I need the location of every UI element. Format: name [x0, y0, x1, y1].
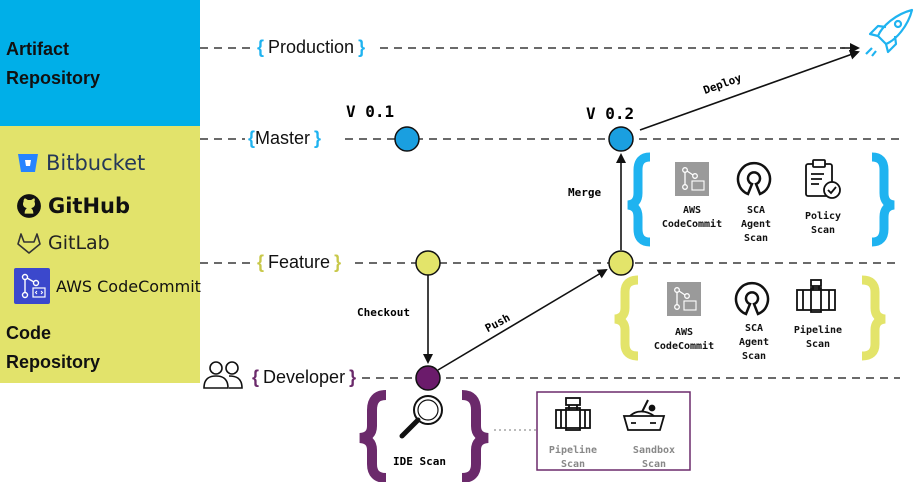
- magnifier-icon: [399, 395, 443, 439]
- code-repository-title: Code Repository: [6, 323, 101, 372]
- merge-label: Merge: [568, 186, 602, 199]
- aws-codecommit-icon: [675, 162, 709, 196]
- vendor-bitbucket: Bitbucket: [16, 151, 145, 175]
- opensource-icon: [736, 162, 772, 196]
- node-developer: [415, 365, 441, 391]
- lane-name: Master: [255, 128, 311, 148]
- pipeline-icon: [796, 279, 836, 313]
- brace-feature-open: [614, 275, 639, 361]
- version-label-v1: V 0.1: [346, 102, 395, 121]
- dev-sandbox-scan-label: Sandbox Scan: [632, 445, 676, 470]
- vendor-label: GitLab: [48, 232, 110, 254]
- developer-icon: [203, 361, 243, 389]
- feature-tool-sca-label: SCA Agent Scan: [738, 323, 770, 362]
- master-tool-sca-label: SCA Agent Scan: [740, 205, 772, 244]
- artifact-repository-title: Artifact Repository: [6, 39, 101, 88]
- aws-codecommit-icon: [14, 268, 50, 304]
- version-label-v2: V 0.2: [586, 104, 635, 123]
- vendor-aws-codecommit: AWS CodeCommit: [14, 268, 201, 304]
- master-tool-codecommit-label: AWS CodeCommit: [661, 205, 723, 230]
- pipeline-icon: [555, 397, 591, 431]
- dev-pipeline-scan-label: Pipeline Scan: [548, 445, 598, 470]
- lane-label-master: {Master}: [248, 128, 322, 148]
- sandbox-icon: [622, 399, 666, 431]
- lane-label-feature: {Feature}: [257, 252, 342, 272]
- clipboard-check-icon: [805, 159, 841, 199]
- checkout-label: Checkout: [357, 306, 410, 319]
- node-feature-push: [608, 250, 634, 276]
- node-master-v1: [394, 126, 420, 152]
- lane-name: Developer: [263, 367, 346, 387]
- ide-scan-label: IDE Scan: [393, 455, 446, 468]
- lane-name: Production: [268, 37, 355, 57]
- push-arrow: [437, 268, 608, 371]
- vendor-gitlab: GitLab: [16, 231, 110, 255]
- brace-dev-close: [461, 390, 489, 482]
- brace-feature-close: [861, 275, 886, 361]
- aws-codecommit-icon: [667, 282, 701, 316]
- lane-name: Feature: [268, 252, 331, 272]
- feature-tool-codecommit-label: AWS CodeCommit: [653, 327, 715, 352]
- brace-master-close: [871, 152, 895, 247]
- artifact-repository-panel: Artifact Repository: [0, 0, 200, 126]
- brace-master-open: [627, 152, 651, 247]
- vendor-label: AWS CodeCommit: [56, 276, 201, 296]
- opensource-icon: [734, 282, 770, 316]
- vendor-label: Bitbucket: [46, 151, 146, 175]
- rocket-icon: [865, 8, 914, 57]
- gitlab-icon: [17, 233, 41, 254]
- node-master-v2: [608, 126, 634, 152]
- brace-dev-open: [359, 390, 387, 482]
- feature-tool-pipeline-label: Pipeline Scan: [793, 325, 843, 350]
- dev-tools-box: [536, 391, 691, 471]
- lane-label-developer: {Developer}: [252, 367, 357, 387]
- vendor-github: GitHub: [16, 193, 130, 219]
- bitbucket-icon: [18, 154, 38, 172]
- lane-label-production: {Production}: [257, 37, 366, 57]
- deploy-arrow: [639, 49, 860, 131]
- master-tool-policy-label: Policy Scan: [804, 211, 842, 236]
- node-feature-checkout: [415, 250, 441, 276]
- vendor-label: GitHub: [48, 194, 131, 218]
- github-icon: [17, 194, 41, 218]
